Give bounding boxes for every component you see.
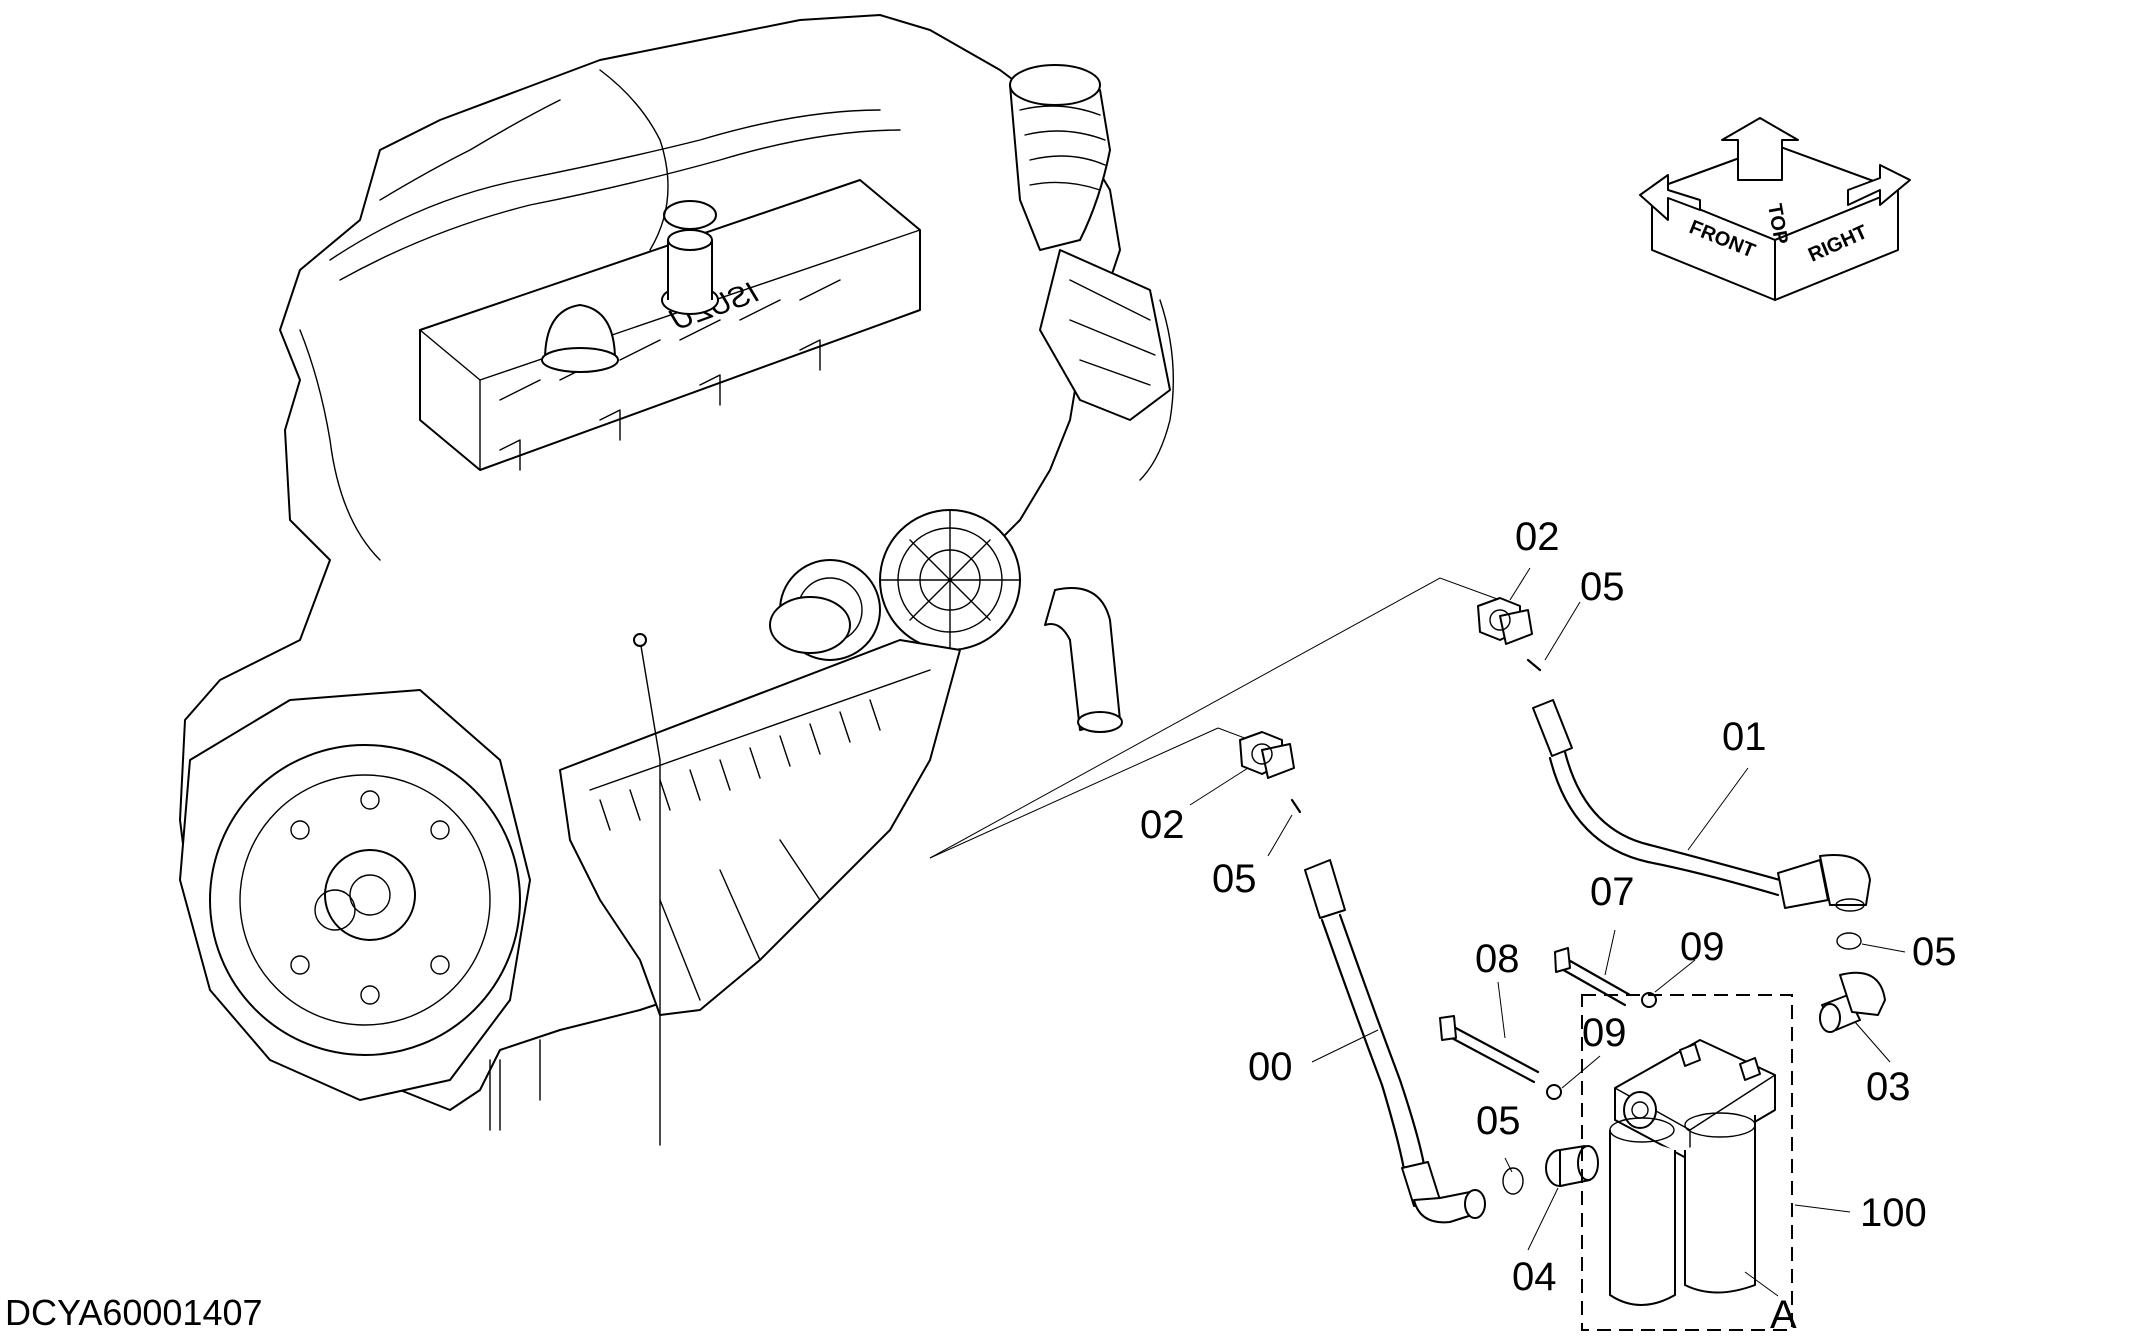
elbow-fitting-03 xyxy=(1819,971,1886,1033)
callout-05-right: 05 xyxy=(1912,930,1957,974)
callout-05-bottom: 05 xyxy=(1476,1099,1521,1143)
exhaust-pipe xyxy=(1044,587,1123,733)
engine-mount-legs xyxy=(489,1039,541,1131)
callout-02-lower: 02 xyxy=(1140,803,1185,847)
callout-labels: 02 05 01 02 05 07 09 05 08 09 03 00 05 1… xyxy=(1140,515,1957,1337)
hose-01 xyxy=(1532,699,1871,912)
intake-duct xyxy=(1009,64,1171,421)
callout-08: 08 xyxy=(1475,937,1520,981)
connection-lines xyxy=(929,577,1501,859)
bolt-07 xyxy=(1554,947,1632,1007)
bolt-08 xyxy=(1439,1015,1540,1084)
callout-leaders xyxy=(1189,567,1906,1297)
wire-harness xyxy=(299,69,1175,561)
breather-dome xyxy=(541,304,619,373)
callout-05-upper: 05 xyxy=(1580,565,1625,609)
callout-00: 00 xyxy=(1248,1045,1293,1089)
orientation-indicator: FRONT TOP RIGHT xyxy=(1639,117,1911,301)
turbocharger xyxy=(769,509,1021,661)
callout-05-lower: 05 xyxy=(1212,857,1257,901)
elbow-fitting-02-lower xyxy=(1239,731,1295,779)
callout-09-lower: 09 xyxy=(1582,1011,1627,1055)
callout-07: 07 xyxy=(1590,870,1635,914)
connector-04 xyxy=(1545,1145,1599,1187)
hose-00 xyxy=(1304,859,1486,1224)
callout-04: 04 xyxy=(1512,1255,1557,1299)
callout-03: 03 xyxy=(1866,1065,1911,1109)
o-ring-05-lower xyxy=(1290,798,1302,814)
o-ring-05-upper xyxy=(1526,658,1542,672)
drawing-id: DCYA60001407 xyxy=(5,1292,263,1333)
dipstick-tube xyxy=(633,633,661,1146)
callout-02-upper: 02 xyxy=(1515,515,1560,559)
callout-09-upper: 09 xyxy=(1680,925,1725,969)
filter-assembly-100 xyxy=(1581,994,1793,1331)
elbow-fitting-02-upper xyxy=(1477,597,1533,645)
washer-09-upper xyxy=(1641,992,1657,1008)
callout-100: 100 xyxy=(1860,1191,1927,1235)
engine-assembly: ISUZU xyxy=(179,14,1175,1146)
o-ring-05-right xyxy=(1836,932,1862,950)
flywheel-housing xyxy=(179,689,531,1101)
o-ring-05-bottom xyxy=(1502,1167,1524,1195)
oil-filler-cap xyxy=(661,200,719,315)
callout-A: A xyxy=(1770,1293,1797,1337)
callout-01: 01 xyxy=(1722,715,1767,759)
washer-09-lower xyxy=(1546,1084,1562,1100)
